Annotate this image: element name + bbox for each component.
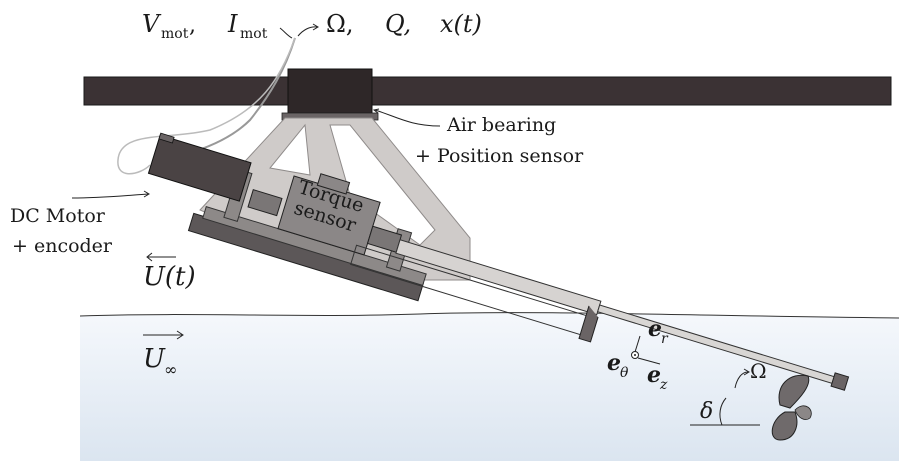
i-mot-label: I — [227, 10, 238, 38]
propeller — [771, 374, 812, 441]
v-mot-comma: , — [189, 13, 196, 38]
water-region — [80, 312, 899, 461]
e-r-arrow — [634, 335, 641, 353]
delta-label: δ — [700, 399, 713, 424]
delta-arc — [719, 397, 727, 426]
water-surface-line — [79, 312, 899, 319]
air-bearing-block — [287, 68, 373, 114]
e-theta-sub: θ — [620, 365, 629, 381]
encoder-label: + encoder — [12, 235, 113, 257]
shaft-hook — [578, 305, 599, 343]
omega-label: Ω, — [326, 10, 354, 38]
torque-sensor-top — [316, 173, 351, 195]
q-label: Q, — [385, 10, 411, 38]
u-inf-sub: ∞ — [164, 360, 177, 379]
coupling-left — [247, 189, 283, 217]
u-t-label: U(t) — [143, 262, 196, 292]
e-r-label: e — [648, 316, 662, 342]
x-t-label: x(t) — [440, 10, 482, 38]
v-mot-label: V — [142, 10, 162, 38]
frame-origin-dot — [634, 354, 636, 356]
dc-motor-leader — [71, 193, 149, 199]
e-r-sub: r — [661, 331, 669, 347]
i-mot-sub: mot — [240, 26, 268, 42]
signal-arrow-out — [297, 26, 318, 37]
omega-prop-label: Ω — [750, 359, 767, 383]
dc-motor-leader-head — [143, 190, 150, 198]
motor-cap — [158, 132, 175, 144]
u-t-arrowhead — [146, 252, 153, 262]
e-theta-label: e — [607, 350, 621, 376]
omega-arrow — [734, 371, 749, 389]
omega-arrowhead — [743, 368, 750, 376]
dc-motor — [147, 134, 252, 202]
air-bearing-label: Air bearing — [446, 114, 556, 136]
e-z-label: e — [647, 362, 661, 388]
air-bearing-leader-head — [372, 108, 380, 114]
propeller-hub — [830, 372, 850, 391]
dc-motor-label: DC Motor — [10, 205, 106, 227]
carriage-rail — [83, 76, 892, 106]
u-inf-label: U — [143, 344, 166, 374]
signal-arrowhead — [312, 23, 319, 31]
air-bearing-leader — [374, 109, 441, 127]
e-z-sub: z — [659, 377, 668, 393]
u-inf-arrowhead — [176, 330, 184, 340]
signal-arrow-in — [279, 27, 293, 39]
e-z-arrow — [637, 357, 661, 365]
position-sensor-label: + Position sensor — [415, 145, 584, 167]
v-mot-sub: mot — [161, 26, 189, 42]
